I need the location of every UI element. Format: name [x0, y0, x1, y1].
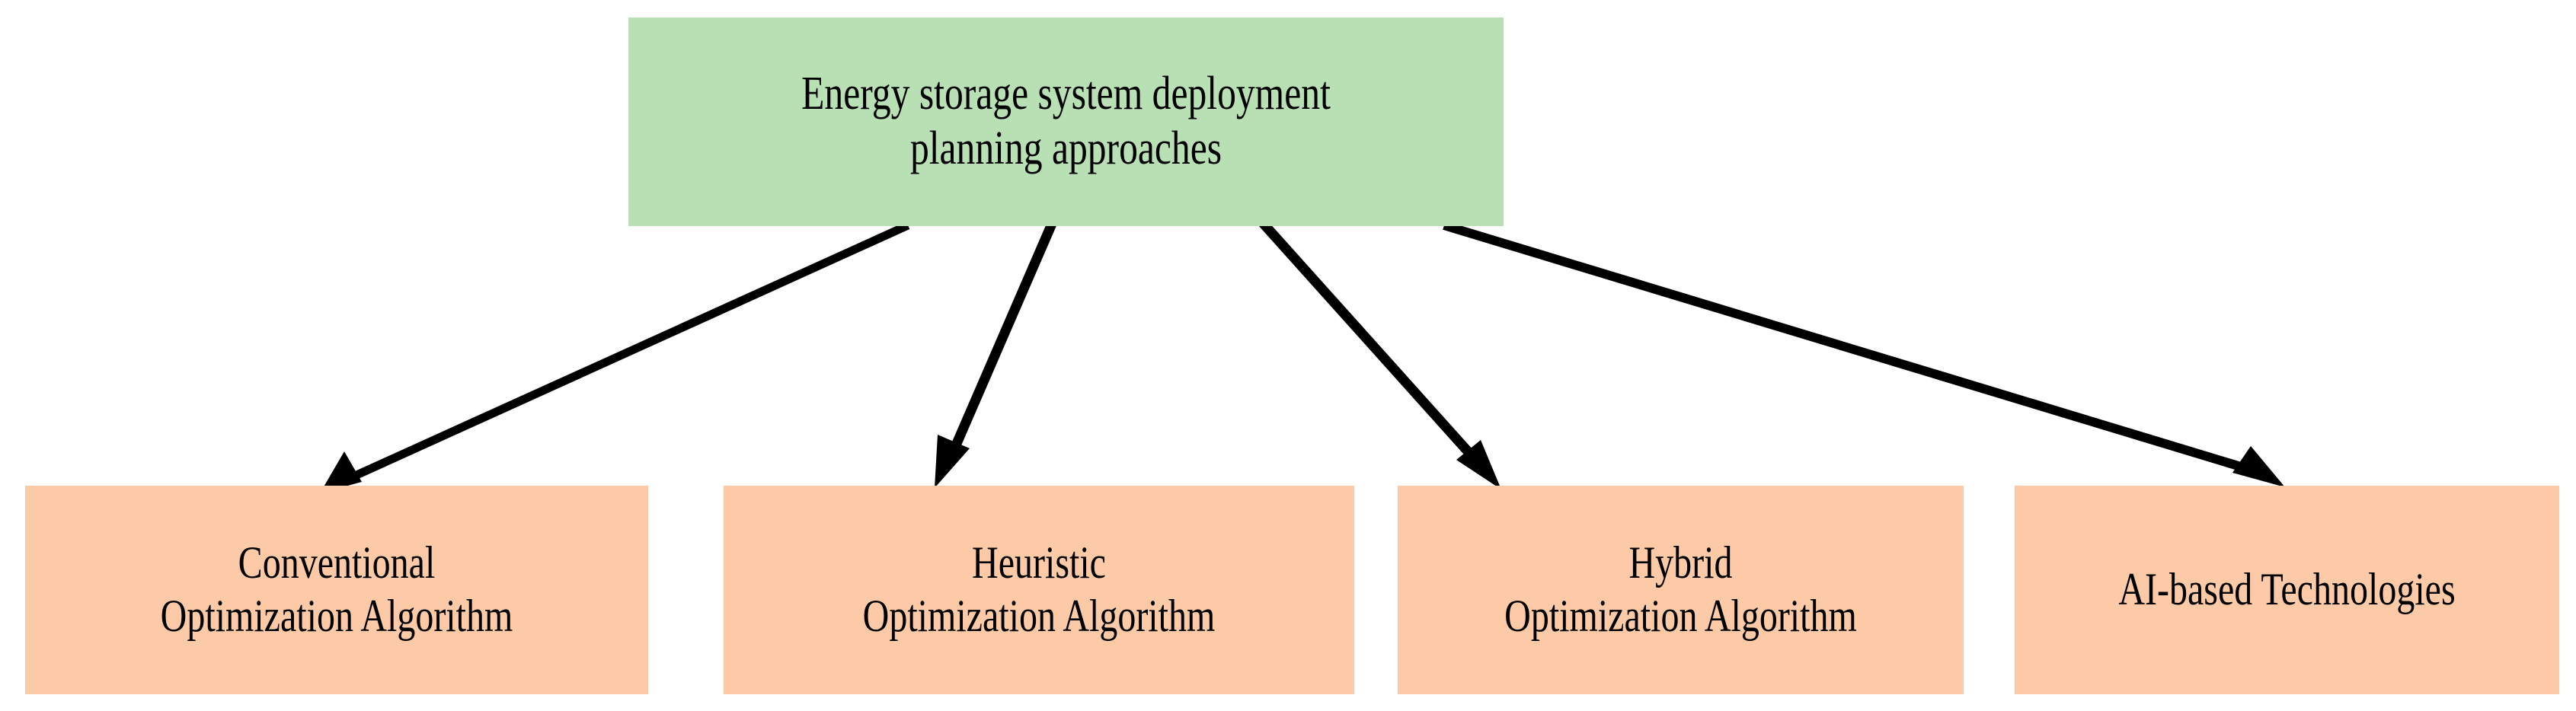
edge-line-0: [344, 221, 910, 484]
edge-line-2: [1259, 219, 1472, 456]
leaf-node-heuristic-optimization-algorithm[interactable]: Heuristic Optimization Algorithm: [724, 486, 1354, 694]
leaf-node-conventional-optimization-algorithm[interactable]: Conventional Optimization Algorithm: [25, 486, 648, 694]
edge-root-to-hybrid: [1259, 219, 1501, 489]
edge-root-to-conventional: [320, 221, 910, 493]
leaf-node-ai-based-technologies[interactable]: AI-based Technologies: [2015, 486, 2559, 694]
leaf-node-label-0: Conventional Optimization Algorithm: [160, 537, 513, 641]
leaf-node-hybrid-optimization-algorithm[interactable]: Hybrid Optimization Algorithm: [1398, 486, 1964, 694]
leaf-node-label-2: Hybrid Optimization Algorithm: [1504, 537, 1857, 641]
root-node-label: Energy storage system deployment plannin…: [801, 68, 1331, 174]
arrowhead-2: [1456, 440, 1501, 489]
leaf-node-label-3: AI-based Technologies: [2118, 564, 2456, 615]
arrowhead-3: [2232, 446, 2285, 487]
edge-root-to-heuristic: [935, 222, 1056, 488]
edge-line-1: [951, 222, 1056, 448]
leaf-node-label-1: Heuristic Optimization Algorithm: [862, 537, 1216, 641]
edge-root-to-ai: [1443, 221, 2285, 487]
edge-line-3: [1443, 221, 2252, 474]
arrowhead-1: [935, 435, 970, 488]
root-node-energy-storage-approaches[interactable]: Energy storage system deployment plannin…: [628, 18, 1504, 226]
